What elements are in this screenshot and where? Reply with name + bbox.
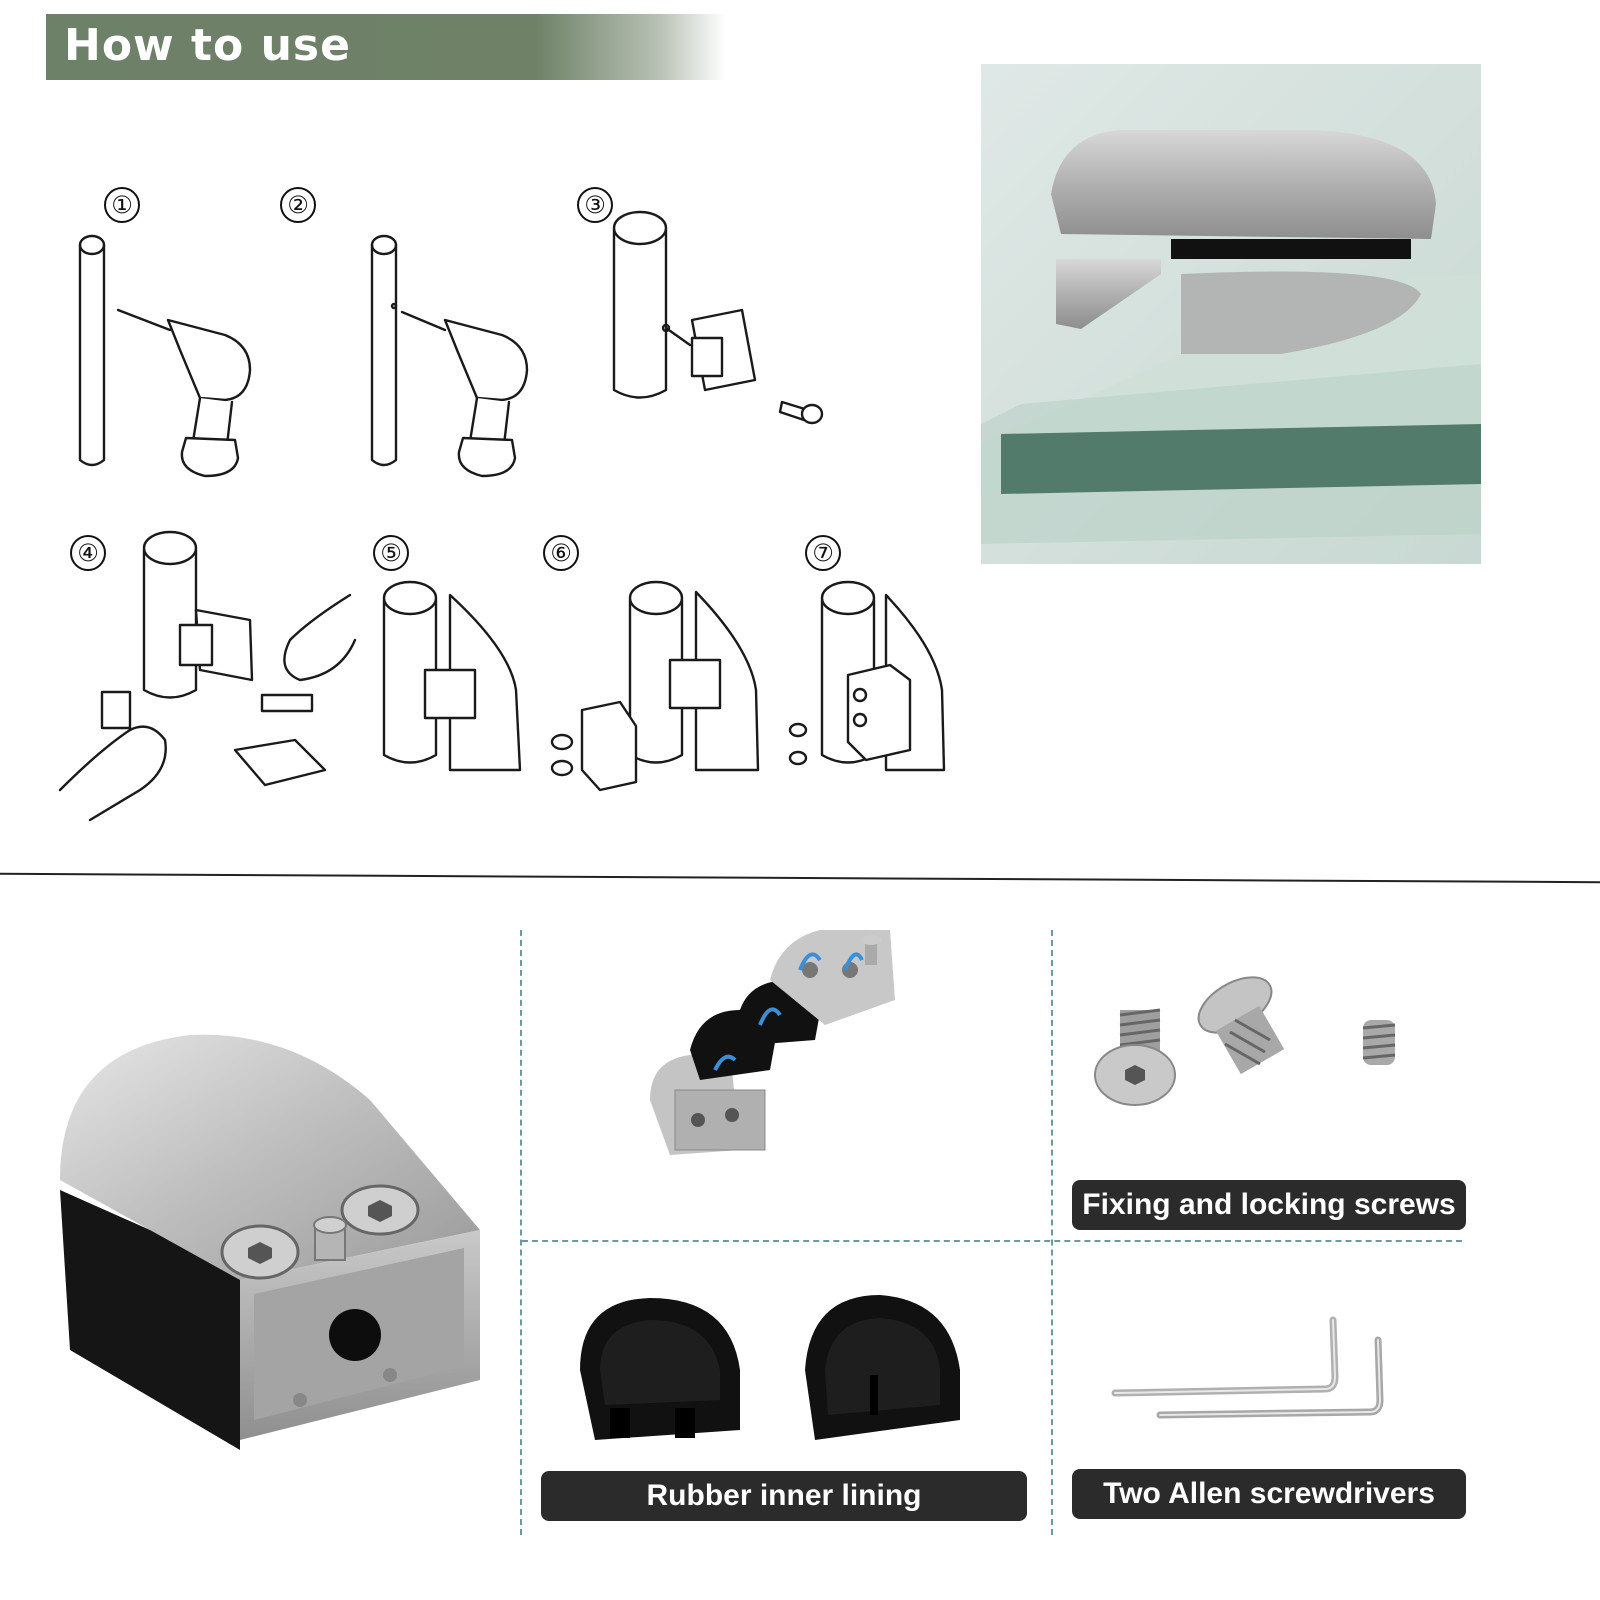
step-number-7: ⑦ — [805, 535, 841, 571]
allen-key-icon — [1156, 1336, 1384, 1419]
step-3-drawing — [612, 210, 824, 425]
step-number-6: ⑥ — [543, 535, 579, 571]
step-number-2: ② — [280, 187, 316, 223]
step-4-drawing — [58, 530, 357, 822]
section-divider — [0, 872, 1600, 884]
screw-icon — [861, 935, 881, 965]
step-2-drawing — [370, 234, 529, 478]
screw-icon — [1094, 1008, 1176, 1106]
glass-clamp-product-photo — [60, 1034, 480, 1450]
allen-keys-photo — [1111, 1316, 1384, 1419]
step-5-drawing — [382, 580, 522, 772]
exploded-assembly-photo — [650, 930, 895, 1155]
step-1-drawing — [78, 234, 252, 478]
hand-icon — [58, 593, 357, 822]
screw-icon — [313, 1216, 347, 1261]
grid-divider-left — [520, 930, 522, 1535]
screw-icon — [1362, 1020, 1396, 1065]
screw-icon — [778, 400, 824, 425]
allen-key-icon — [1111, 1316, 1339, 1397]
screw-icon — [1197, 976, 1285, 1075]
rubber-lining-photo — [580, 1295, 960, 1440]
step-number-5: ⑤ — [373, 535, 409, 571]
screws-photo — [1094, 976, 1396, 1106]
allen-screwdrivers-caption: Two Allen screwdrivers — [1072, 1469, 1466, 1519]
rubber-lining-caption: Rubber inner lining — [541, 1471, 1027, 1521]
screw-icon — [550, 733, 574, 777]
step-7-drawing — [788, 580, 946, 772]
grid-divider-middle — [522, 1240, 1462, 1242]
drill-icon — [116, 308, 252, 478]
step-number-4: ④ — [70, 535, 106, 571]
fixing-screws-caption: Fixing and locking screws — [1072, 1180, 1466, 1230]
drill-icon — [400, 310, 529, 478]
grid-divider-right — [1051, 930, 1053, 1535]
step-number-1: ① — [104, 187, 140, 223]
installation-steps-illustration — [58, 210, 946, 822]
page-title: How to use — [64, 20, 351, 71]
step-number-3: ③ — [577, 187, 613, 223]
glass-clamp-photo — [981, 64, 1481, 564]
how-to-use-banner: How to use — [46, 14, 726, 80]
step-6-drawing — [550, 580, 760, 792]
